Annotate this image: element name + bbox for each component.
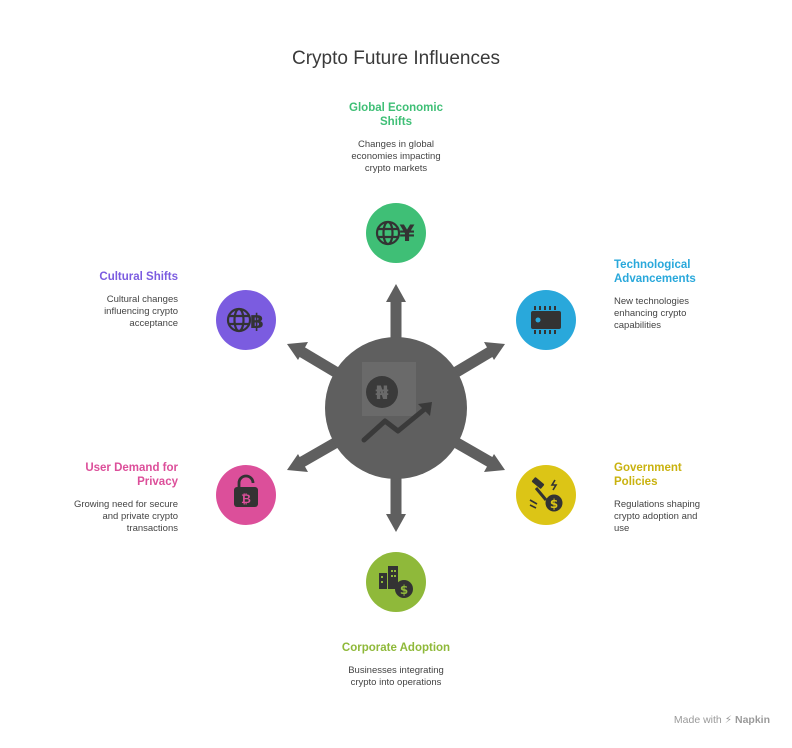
naira-trend-icon: ₦ (361, 362, 432, 443)
desc-user-demand-privacy: Growing need for secure and private cryp… (73, 499, 178, 534)
text-user-demand-privacy: User Demand for Privacy Growing need for… (70, 461, 178, 535)
hub-circle: ₦ (325, 337, 467, 479)
text-global-economic-shifts: Global Economic Shifts Changes in global… (336, 101, 456, 175)
desc-government-policies: Regulations shaping crypto adoption and … (614, 499, 701, 534)
desc-cultural-shifts: Cultural changes influencing crypto acce… (104, 294, 178, 329)
building-dollar-icon: $ (379, 566, 413, 598)
text-government-policies: Government Policies Regulations shaping … (614, 461, 724, 535)
lock-bitcoin-icon: ₿ (234, 474, 258, 507)
node-government-policies: $ (516, 465, 576, 525)
svg-text:฿: ฿ (250, 309, 264, 333)
heading-government-policies: Government Policies (614, 462, 682, 488)
napkin-brand: Napkin (734, 714, 770, 726)
text-cultural-shifts: Cultural Shifts Cultural changes influen… (80, 270, 178, 330)
heading-corporate-adoption: Corporate Adoption (341, 642, 451, 654)
heading-cultural-shifts: Cultural Shifts (99, 271, 178, 283)
node-corporate-adoption: $ (366, 552, 426, 612)
node-cultural-shifts: ฿ (216, 290, 276, 350)
desc-global-economic-shifts: Changes in global economies impacting cr… (351, 139, 441, 174)
globe-yen-icon: ¥ (375, 220, 415, 247)
napkin-logo-icon: ⚡ (724, 714, 733, 726)
node-global-economic-shifts: ¥ (366, 203, 426, 263)
svg-text:₿: ₿ (241, 492, 251, 506)
node-technological-advancements (516, 290, 576, 350)
gavel-dollar-icon: $ (529, 477, 563, 512)
heading-user-demand-privacy: User Demand for Privacy (85, 462, 178, 488)
page-title: Crypto Future Influences (291, 48, 501, 69)
made-with-label: Made with (673, 714, 722, 726)
svg-text:₦: ₦ (375, 382, 388, 404)
node-user-demand-privacy: ₿ (216, 465, 276, 525)
text-corporate-adoption: Corporate Adoption Businesses integratin… (326, 641, 466, 689)
text-technological-advancements: Technological Advancements New technolog… (614, 258, 724, 332)
svg-text:$: $ (400, 583, 408, 597)
svg-text:$: $ (550, 497, 558, 511)
svg-text:¥: ¥ (399, 222, 415, 247)
globe-bitcoin-icon: ฿ (226, 307, 264, 333)
desc-corporate-adoption: Businesses integrating crypto into opera… (348, 665, 444, 688)
desc-technological-advancements: New technologies enhancing crypto capabi… (614, 296, 689, 331)
heading-global-economic-shifts: Global Economic Shifts (349, 102, 443, 128)
made-with-napkin[interactable]: Made with ⚡ Napkin (674, 714, 770, 726)
heading-technological-advancements: Technological Advancements (614, 259, 696, 285)
chip-icon (531, 306, 561, 334)
